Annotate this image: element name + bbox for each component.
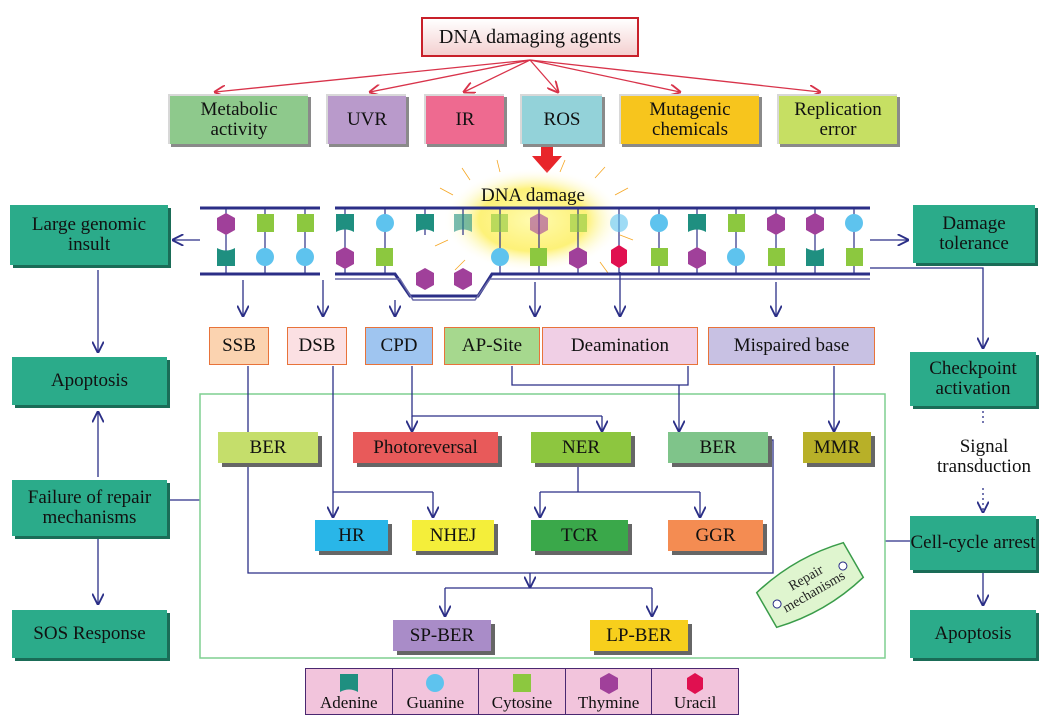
damage-type-4: AP-Site — [444, 327, 540, 365]
agent-box-3: IR — [424, 94, 504, 144]
adenine-icon — [339, 674, 358, 692]
lp-ber-box: LP-BER — [590, 620, 688, 651]
repair-region — [199, 393, 886, 659]
title-text: DNA damaging agents — [438, 25, 622, 48]
repair-banner: Repair mechanisms — [755, 541, 865, 629]
checkpoint-activation-box: Checkpoint activation — [910, 352, 1036, 406]
signal-transduction-label: Signal transduction — [937, 436, 1031, 477]
photoreversal-box: Photoreversal — [353, 432, 498, 463]
nhej-box: NHEJ — [412, 520, 494, 551]
apoptosis-right-box: Apoptosis — [910, 610, 1036, 658]
damage-type-1: SSB — [209, 327, 269, 365]
ner-box: NER — [531, 432, 631, 463]
damage-tolerance-box: Damage tolerance — [913, 205, 1035, 263]
sos-response-box: SOS Response — [12, 610, 167, 658]
repair-connectors — [247, 366, 834, 616]
dna-to-damage-arrows — [98, 240, 983, 605]
damage-type-3: CPD — [365, 327, 433, 365]
legend-guanine: Guanine — [393, 669, 480, 714]
mmr-box: MMR — [803, 432, 871, 463]
apoptosis-left-box: Apoptosis — [12, 357, 167, 405]
damage-spikes — [434, 159, 634, 274]
damage-type-2: DSB — [287, 327, 347, 365]
guanine-icon — [426, 674, 445, 692]
large-genomic-insult-box: Large genomic insult — [10, 205, 168, 265]
damage-type-6: Mispaired base — [708, 327, 875, 365]
legend-thymine: Thymine — [566, 669, 653, 714]
failure-repair-box: Failure of repair mechanisms — [12, 480, 167, 536]
thymine-icon — [599, 673, 618, 694]
legend-uracil: Uracil — [652, 669, 738, 714]
legend-cytosine: Cytosine — [479, 669, 566, 714]
ber-box-1: BER — [218, 432, 318, 463]
agent-box-5: Mutagenic chemicals — [619, 94, 759, 144]
title-box: DNA damaging agents — [421, 17, 639, 57]
cytosine-icon — [512, 674, 531, 692]
base-legend: Adenine Guanine Cytosine Thymine Uracil — [305, 668, 739, 715]
uracil-icon — [687, 673, 704, 694]
dna-bases-bottom — [217, 245, 863, 290]
agent-arrows — [215, 59, 820, 92]
agent-box-1: Metabolic activity — [168, 94, 308, 144]
agent-box-4: ROS — [520, 94, 602, 144]
cell-cycle-arrest-box: Cell-cycle arrest — [910, 516, 1036, 570]
legend-adenine: Adenine — [306, 669, 393, 714]
damage-type-5: Deamination — [542, 327, 698, 365]
agent-box-2: UVR — [326, 94, 406, 144]
ber-box-2: BER — [668, 432, 768, 463]
dna-damage-label: DNA damage — [481, 185, 585, 207]
hr-box: HR — [315, 520, 388, 551]
agent-box-6: Replication error — [777, 94, 897, 144]
tcr-box: TCR — [531, 520, 628, 551]
big-red-arrow — [532, 144, 562, 173]
dna-bases-top — [217, 213, 863, 235]
ggr-box: GGR — [668, 520, 763, 551]
sp-ber-box: SP-BER — [393, 620, 491, 651]
